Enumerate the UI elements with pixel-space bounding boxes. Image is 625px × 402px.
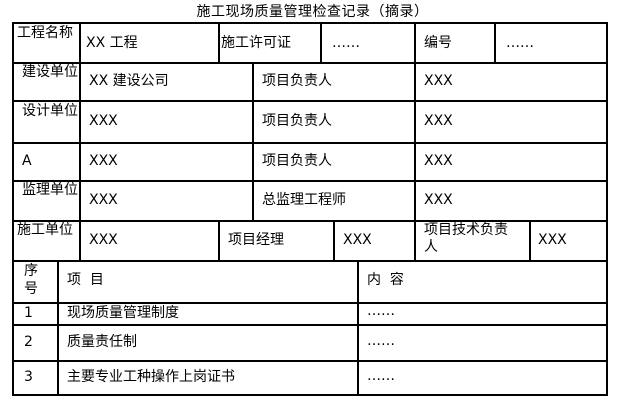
label-text: 项目负责人 [262, 72, 332, 89]
label-text: 项目技术负责人 [424, 222, 508, 255]
value-project-name: XX 工程 [79, 22, 220, 64]
list-item-name: 主要专业工种操作上岗证书 [57, 360, 359, 396]
list-item-number: 2 [12, 324, 59, 362]
value-text: XX 建设公司 [89, 72, 169, 89]
list-item-content: …… [357, 360, 608, 396]
value-a: XXX [79, 142, 254, 182]
cell-text: 现场质量管理制度 [67, 304, 179, 321]
value-project-manager: XXX [333, 220, 416, 262]
label-text: 施工单位 [17, 222, 73, 238]
label-text: 项目负责人 [262, 112, 332, 129]
value-text: XXX [89, 231, 118, 248]
label-text: 编号 [424, 34, 452, 51]
value-designer: XXX [79, 100, 254, 144]
label-a: A [12, 142, 81, 182]
cell-text: …… [367, 333, 395, 349]
label-builder: 建设单位 [12, 62, 81, 102]
label-project-manager: 项目经理 [218, 220, 335, 262]
label-designer: 设计单位 [12, 100, 81, 144]
label-project-name: 工程名称 [12, 22, 81, 64]
value-text: XXX [424, 112, 453, 129]
list-item-number: 1 [12, 302, 59, 326]
label-supervisor: 监理单位 [12, 180, 81, 222]
value-text: XXX [424, 72, 453, 89]
cell-text: …… [367, 303, 395, 319]
list-item-number: 3 [12, 360, 59, 396]
label-a-role: 项目负责人 [252, 142, 416, 182]
value-designer-person: XXX [414, 100, 608, 144]
label-text: 项目经理 [228, 231, 284, 248]
cell-text: 质量责任制 [67, 333, 137, 350]
value-text: …… [506, 34, 534, 51]
value-builder-person: XXX [414, 62, 608, 102]
list-item-name: 质量责任制 [57, 324, 359, 362]
value-permit: …… [320, 22, 416, 64]
label-builder-role: 项目负责人 [252, 62, 416, 102]
label-designer-role: 项目负责人 [252, 100, 416, 144]
list-item-content: …… [357, 302, 608, 326]
label-text: 总监理工程师 [262, 191, 346, 208]
value-supervisor: XXX [79, 180, 254, 222]
value-text: …… [332, 34, 360, 51]
value-builder: XX 建设公司 [79, 62, 254, 102]
cell-text: 2 [24, 333, 33, 350]
header-text: 内 容 [367, 271, 404, 288]
value-text: XXX [343, 231, 372, 248]
label-text: 工程名称 [17, 25, 73, 41]
list-item-content: …… [357, 324, 608, 362]
value-supervisor-person: XXX [414, 180, 608, 222]
value-text: XX 工程 [86, 34, 138, 51]
list-item-name: 现场质量管理制度 [57, 302, 359, 326]
header-number: 序号 [12, 260, 59, 304]
label-contractor: 施工单位 [12, 220, 81, 262]
value-tech-lead: XXX [529, 220, 608, 262]
label-permit: 施工许可证 [218, 22, 322, 64]
label-tech-lead: 项目技术负责人 [414, 220, 531, 262]
header-text: 项 目 [67, 271, 104, 288]
value-text: XXX [424, 191, 453, 208]
cell-text: 主要专业工种操作上岗证书 [67, 368, 235, 385]
label-text: 监理单位 [22, 182, 78, 198]
cell-text: 1 [24, 304, 33, 321]
value-text: XXX [89, 191, 118, 208]
label-text: 项目负责人 [262, 152, 332, 169]
header-content: 内 容 [357, 260, 608, 304]
page-title: 施工现场质量管理检查记录（摘录） [196, 4, 429, 20]
header-item: 项 目 [57, 260, 359, 304]
value-a-person: XXX [414, 142, 608, 182]
value-contractor: XXX [79, 220, 220, 262]
value-text: XXX [424, 152, 453, 169]
label-text: 建设单位 [22, 64, 78, 80]
value-text: XXX [538, 231, 567, 248]
label-text: A [22, 152, 32, 169]
value-number: …… [494, 22, 608, 64]
label-number: 编号 [414, 22, 496, 64]
value-text: XXX [89, 152, 118, 169]
label-text: 设计单位 [22, 103, 78, 119]
cell-text: …… [367, 368, 395, 384]
label-text: 施工许可证 [221, 34, 291, 51]
label-supervisor-role: 总监理工程师 [252, 180, 416, 222]
header-text: 序号 [24, 263, 38, 297]
cell-text: 3 [24, 368, 33, 385]
value-text: XXX [89, 112, 118, 129]
